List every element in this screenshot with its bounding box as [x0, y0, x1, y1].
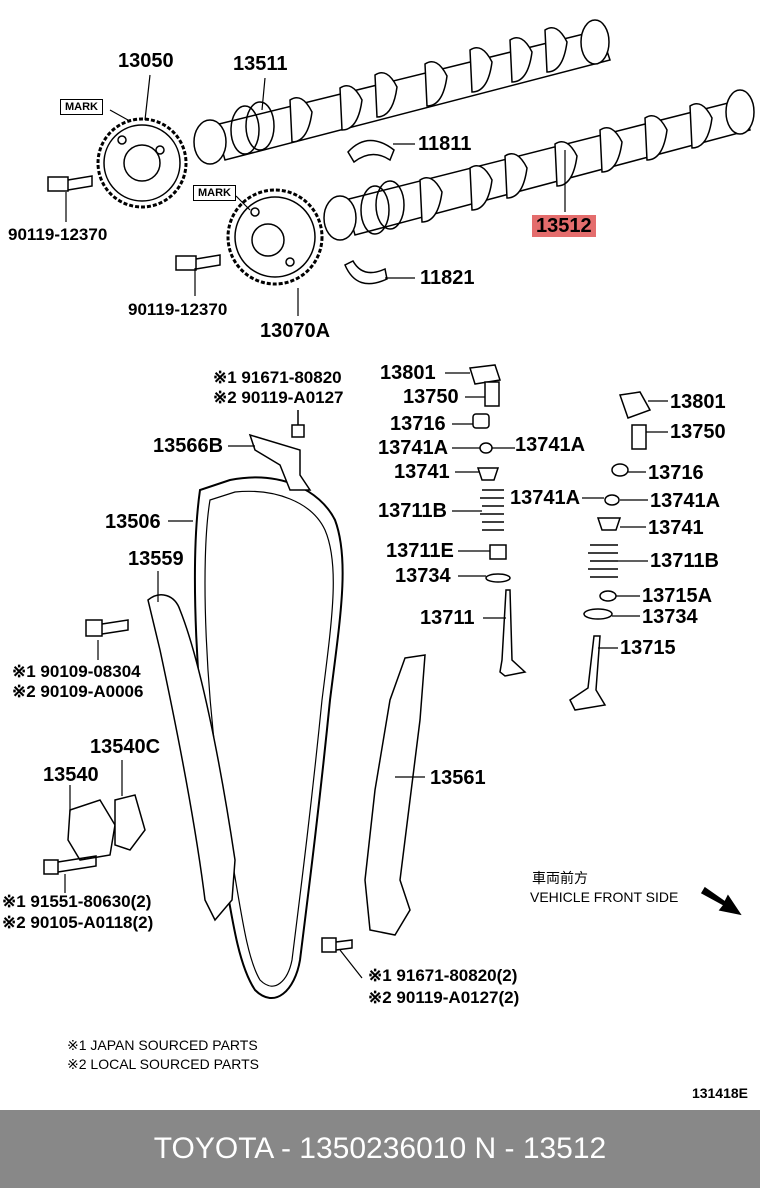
- mark-label-2: MARK: [193, 185, 236, 201]
- direction-arrow-icon: [700, 886, 742, 916]
- part-13741a-right-label-2: 13741A: [650, 490, 721, 512]
- camshaft-13512-icon: [323, 89, 755, 241]
- parts-diagram: MARK MARK 13050 13511 90119-12370 11811 …: [2, 19, 755, 1072]
- part-90109-a0006-label: ※2 90109-A0006: [12, 682, 144, 701]
- bolt-90109-icon: [85, 619, 129, 637]
- chain-guide-13559-icon: [147, 594, 236, 922]
- note-japan-sourced: ※1 JAPAN SOURCED PARTS: [67, 1037, 258, 1053]
- part-90119-a0127-2-label: ※2 90119-A0127(2): [368, 988, 520, 1007]
- part-13734-right-label: 13734: [642, 606, 698, 628]
- part-13711b-left-label: 13711B: [378, 500, 447, 522]
- part-13511-label: 13511: [233, 53, 288, 75]
- camshaft-13511-icon: [193, 19, 611, 165]
- direction-jp-text: 車両前方: [532, 870, 588, 886]
- chain-guide-13561-icon: [364, 654, 426, 936]
- sprocket-13070a-icon: [226, 188, 324, 286]
- valve-train-left-icon: [469, 364, 527, 677]
- part-13741-right-label: 13741: [648, 517, 704, 539]
- part-13716-left-label: 13716: [390, 413, 446, 435]
- part-90109-08304-label: ※1 90109-08304: [12, 662, 141, 681]
- part-13741-left-label: 13741: [394, 461, 450, 483]
- tensioner-13540-icon: [67, 794, 146, 861]
- part-13741a-right-label-1: 13741A: [510, 487, 581, 509]
- part-13540c-label: 13540C: [90, 736, 161, 758]
- part-91671-80820-2-label: ※1 91671-80820(2): [368, 966, 518, 985]
- valve-train-right-icon: [569, 391, 652, 711]
- bolt-90119-icon: [47, 175, 93, 192]
- part-91551-label: ※1 91551-80630(2): [2, 892, 152, 911]
- part-13715a-label: 13715A: [642, 585, 713, 607]
- part-90119-a0127-label: ※2 90119-A0127: [213, 388, 344, 407]
- part-13070a-label: 13070A: [260, 320, 331, 342]
- part-13741a-left-label-2: 13741A: [515, 434, 586, 456]
- part-13506-label: 13506: [105, 511, 161, 533]
- direction-en-text: VEHICLE FRONT SIDE: [530, 889, 679, 905]
- bearing-11821-icon: [344, 260, 388, 285]
- part-13050-label: 13050: [118, 50, 174, 72]
- timing-chain-13506-icon: [194, 476, 344, 1000]
- part-13750-right-label: 13750: [670, 421, 726, 443]
- part-13512-label: 13512: [532, 215, 596, 237]
- bolt-91671-icon: [291, 410, 305, 438]
- sprocket-13050-icon: [96, 117, 188, 209]
- part-13750-left-label: 13750: [403, 386, 459, 408]
- part-90119-label-1: 90119-12370: [8, 225, 108, 244]
- part-91671-label: ※1 91671-80820: [213, 368, 342, 387]
- part-13566b-label: 13566B: [153, 435, 224, 457]
- part-13711-label: 13711: [420, 607, 475, 629]
- footer-part-info: TOYOTA - 1350236010 N - 13512: [153, 1132, 607, 1165]
- part-13540-label: 13540: [43, 764, 99, 786]
- diagram-reference-code: 131418E: [691, 1085, 748, 1101]
- part-11821-label: 11821: [420, 267, 475, 289]
- leader-lines: [65, 74, 566, 316]
- bolt-bottom-icon: [321, 937, 353, 953]
- part-13559-label: 13559: [128, 548, 184, 570]
- part-90119-label-2: 90119-12370: [128, 300, 228, 319]
- part-11811-label: 11811: [418, 133, 472, 155]
- bearing-11811-icon: [347, 139, 395, 164]
- chain-guide-13566b-icon: [248, 433, 312, 491]
- bolt-91551-icon: [43, 855, 97, 875]
- part-13801-left-label: 13801: [380, 362, 436, 384]
- part-13715-label: 13715: [620, 637, 676, 659]
- part-13561-label: 13561: [430, 767, 486, 789]
- part-13734-left-label: 13734: [395, 565, 451, 587]
- part-13801-right-label: 13801: [670, 391, 726, 413]
- footer-bar: TOYOTA - 1350236010 N - 13512: [0, 1110, 760, 1188]
- part-13716-right-label: 13716: [648, 462, 704, 484]
- diagram-drawing: [43, 19, 755, 1000]
- part-13711b-right-label: 13711B: [650, 550, 719, 572]
- leader-lines-lower: [64, 372, 668, 979]
- note-local-sourced: ※2 LOCAL SOURCED PARTS: [67, 1056, 259, 1072]
- part-90105-label: ※2 90105-A0118(2): [2, 913, 154, 932]
- mark-label-1: MARK: [60, 99, 103, 115]
- bolt-90119-lower-icon: [175, 254, 221, 271]
- part-13741a-left-label-1: 13741A: [378, 437, 449, 459]
- part-13711e-label: 13711E: [386, 540, 454, 562]
